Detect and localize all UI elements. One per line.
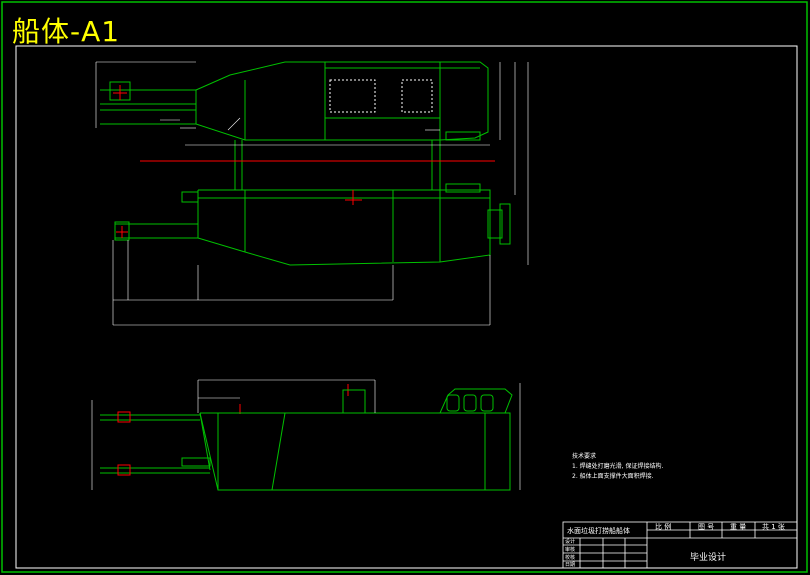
title-block-scale: 比 例 — [655, 523, 672, 531]
notes-item-1: 1. 焊缝处打磨光滑, 保证焊接结构. — [572, 463, 664, 470]
notes-item-2: 2. 船体上面支撑件大面积焊接. — [572, 473, 654, 480]
title-block-drawing-name: 水面垃圾打捞船船体 — [567, 527, 630, 535]
title-block-sheets: 共 1 张 — [762, 523, 785, 531]
plan-view-upper — [100, 61, 489, 141]
drawing-title: 船体-A1 — [12, 15, 121, 48]
title-block-lines — [562, 521, 798, 569]
side-view — [100, 388, 513, 491]
title-block-row-check: 校核 — [565, 555, 576, 561]
title-block-weight: 重 量 — [730, 523, 747, 531]
dimension-lines-plan — [95, 61, 529, 326]
plan-view-lower — [114, 140, 511, 266]
inner-frame — [15, 45, 798, 569]
centerlines — [113, 85, 495, 414]
title-block-row-design: 设计 — [565, 539, 576, 545]
title-block-row-date: 日期 — [565, 562, 576, 568]
dimension-lines-side — [91, 379, 521, 490]
notes-heading: 技术要求 — [572, 453, 597, 460]
technical-notes: 技术要求 1. 焊缝处打磨光滑, 保证焊接结构. 2. 船体上面支撑件大面积焊接… — [572, 452, 663, 482]
title-block-drawing-no: 图 号 — [698, 523, 715, 531]
title-block-row-review: 审核 — [565, 547, 576, 553]
title-block-project: 毕业设计 — [690, 553, 727, 563]
